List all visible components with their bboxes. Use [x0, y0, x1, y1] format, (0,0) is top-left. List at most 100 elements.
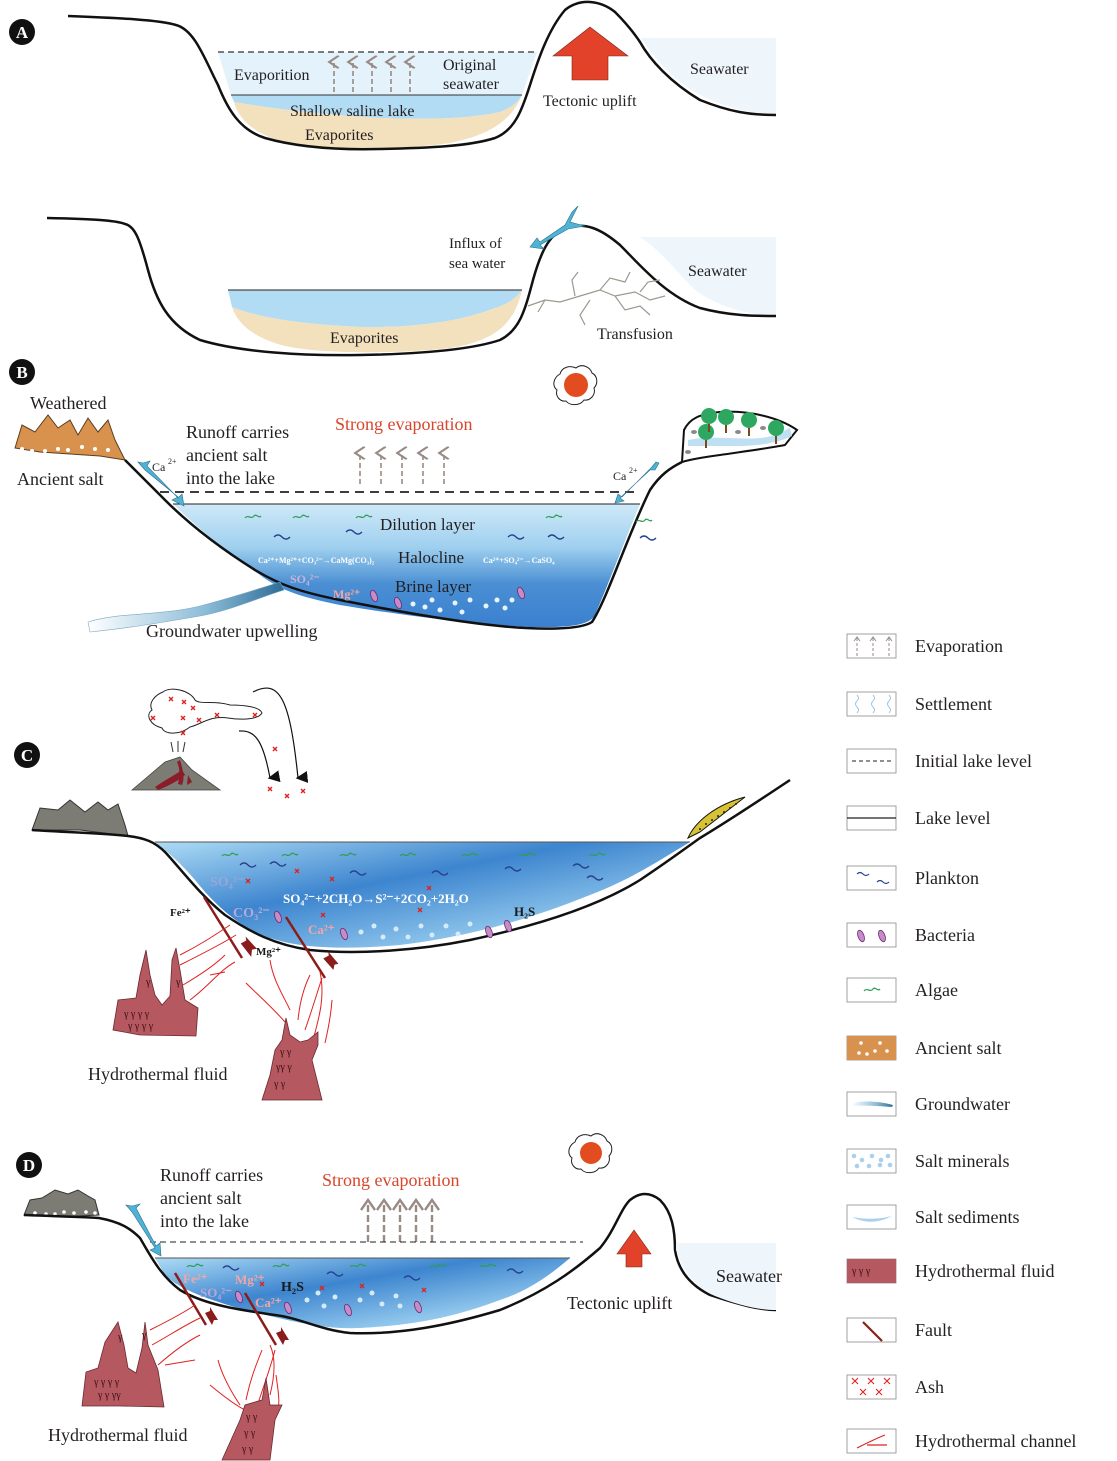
carbonate-ion-c: CO₃²⁻	[233, 906, 270, 921]
groundwater-icon	[852, 1101, 893, 1107]
evaporites-layer-2	[232, 290, 522, 353]
runoff-label-d-3: into the lake	[160, 1211, 249, 1231]
lake-water-d	[155, 1258, 570, 1329]
hydrothermal-channels-c	[179, 924, 333, 1044]
runoff-label-3: into the lake	[186, 468, 275, 488]
legend-swatch	[846, 1148, 897, 1174]
svg-text:γ γ: γ γ	[243, 1428, 256, 1439]
hydrogen-sulfide-d: H₂S	[281, 1280, 304, 1295]
seawater-influx-arrow	[529, 205, 586, 250]
seawater-body-2	[640, 237, 776, 316]
tectonic-uplift-label: Tectonic uplift	[543, 93, 637, 110]
legend-label: Plankton	[915, 868, 979, 888]
svg-text:γ γ γ γ: γ γ γ γ	[127, 1021, 154, 1032]
brine-layer-label: Brine layer	[395, 577, 471, 596]
river-on-hill	[688, 428, 792, 446]
svg-text:γ: γ	[145, 977, 151, 988]
hydrothermal-fluid-label-d: Hydrothermal fluid	[48, 1425, 187, 1445]
evaporation-arrows-d	[366, 1204, 434, 1242]
panel-b-badge: B	[9, 359, 35, 385]
legend-label: Settlement	[915, 694, 992, 714]
sulfate-ion: SO₄²⁻	[290, 572, 320, 586]
sulfate-ion-c: SO₄²⁻	[210, 875, 244, 890]
volcano-icon	[130, 688, 263, 791]
fault-arrows-c	[240, 936, 339, 970]
legend-label: Bacteria	[915, 925, 975, 945]
panel-a-badge: A	[9, 19, 35, 45]
plankton-c	[239, 861, 604, 881]
ancient-salt-icon	[847, 1036, 896, 1060]
legend-label: Hydrothermal fluid	[915, 1261, 1054, 1281]
evaporation-arrows	[334, 62, 410, 92]
sun-icon-d	[568, 1133, 613, 1174]
dolomite-equation: Ca²⁺+Mg²⁺+CO₃²⁻→CaMg(CO₃)₂	[258, 556, 375, 565]
runoff-label-1: Runoff carries	[186, 422, 289, 442]
legend-swatch	[846, 1374, 897, 1400]
svg-text:γ γ γ γ: γ γ γ γ	[93, 1377, 120, 1388]
legend-item: Plankton	[846, 865, 979, 891]
svg-text:γ γ γγ: γ γ γγ	[97, 1390, 121, 1401]
hydrothermal-body-c-left	[112, 947, 199, 1037]
alluvial-fan	[686, 796, 746, 840]
evaporites-label-2: Evaporites	[330, 330, 398, 347]
algae-d	[186, 1263, 497, 1268]
iron-ion-d: Fe²⁺	[183, 1271, 208, 1286]
ancient-salt-dots	[20, 445, 110, 453]
original-seawater-body	[218, 52, 537, 95]
svg-text:γ γ: γ γ	[279, 1047, 292, 1058]
tectonic-uplift-arrow-d	[616, 1229, 652, 1268]
algae-icon	[863, 987, 881, 992]
svg-text:γ: γ	[175, 977, 181, 988]
sulfate-reduction-equation: SO₄²⁻+2CH₂O→S²⁻+2CO₂+2H₂O	[283, 891, 469, 906]
ca-ion-right: Ca	[613, 469, 627, 483]
plankton-icon	[856, 871, 890, 885]
runoff-arrow-right	[614, 461, 660, 504]
legend-item: Salt minerals	[846, 1148, 1009, 1174]
legend-label: Hydrothermal channel	[915, 1431, 1076, 1451]
weathered-label: Weathered	[30, 393, 107, 413]
groundwater-upwelling-label: Groundwater upwelling	[146, 621, 317, 641]
bacteria-c	[274, 910, 512, 941]
salt-minerals-b	[410, 597, 515, 615]
sulfate-ion-d: SO₄²⁻	[200, 1285, 232, 1300]
basin-outline-b	[124, 459, 683, 630]
basin-outline-d	[23, 1192, 777, 1335]
plankton-b	[273, 529, 657, 541]
legend-label: Salt minerals	[915, 1151, 1009, 1171]
calcium-ion-c: Ca²⁺	[308, 922, 335, 937]
ca-ion-left: Ca	[152, 460, 166, 474]
svg-text:γ: γ	[117, 1332, 123, 1343]
seawater-body-d	[676, 1243, 776, 1310]
svg-text:D: D	[23, 1156, 35, 1175]
runoff-label-2: ancient salt	[186, 445, 267, 465]
legend-item: Ancient salt	[846, 1035, 1001, 1061]
legend-item: Bacteria	[846, 922, 975, 948]
legend-label: Salt sediments	[915, 1207, 1020, 1227]
legend-swatch	[846, 922, 897, 948]
ancient-salt-dots-d	[33, 1210, 97, 1216]
settlement-icon	[855, 694, 891, 714]
runoff-arrow-d	[125, 1203, 162, 1257]
svg-text:γ γ: γ γ	[273, 1079, 286, 1090]
salt-minerals-icon	[851, 1153, 893, 1169]
svg-text:A: A	[16, 23, 29, 42]
hydrothermal-body-d-left	[81, 1321, 165, 1408]
influx-label-1: Influx of	[449, 236, 502, 252]
panel-c: C SO₄²⁻ CO₃²⁻ Fe²⁺	[14, 687, 791, 1101]
ancient-salt-label: Ancient salt	[17, 469, 103, 489]
calcium-ion-d: Ca²⁺	[255, 1295, 282, 1310]
svg-text:γγ γ: γγ γ	[275, 1062, 292, 1073]
weathered-ancient-salt-rock	[14, 414, 126, 461]
alluvial-fan-dots	[699, 803, 737, 830]
ash-icon	[851, 1377, 891, 1396]
svg-text:C: C	[21, 746, 33, 765]
ca-ion-right-charge: 2+	[629, 466, 638, 475]
legend-item: Algae	[846, 977, 958, 1003]
evaporation-arrows-b	[360, 453, 444, 484]
legend-swatch	[846, 865, 897, 891]
dilution-layer-label: Dilution layer	[380, 515, 475, 534]
